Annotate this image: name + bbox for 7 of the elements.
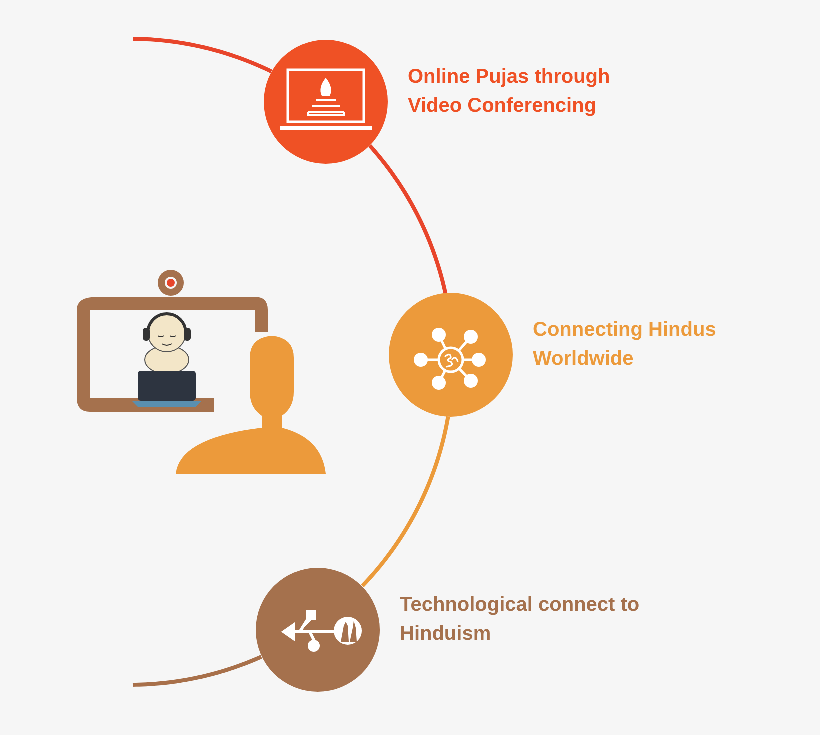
feature-title: Connecting Hindus Worldwide [533,318,718,372]
connector-arc [133,37,272,74]
feature-title: Technological connect to Hinduism [400,593,641,647]
connector-arc [368,144,448,294]
feature-title: Online Pujas through Video Conferencing [408,65,612,119]
connector-arc [361,416,450,588]
connector-arc [132,655,262,687]
